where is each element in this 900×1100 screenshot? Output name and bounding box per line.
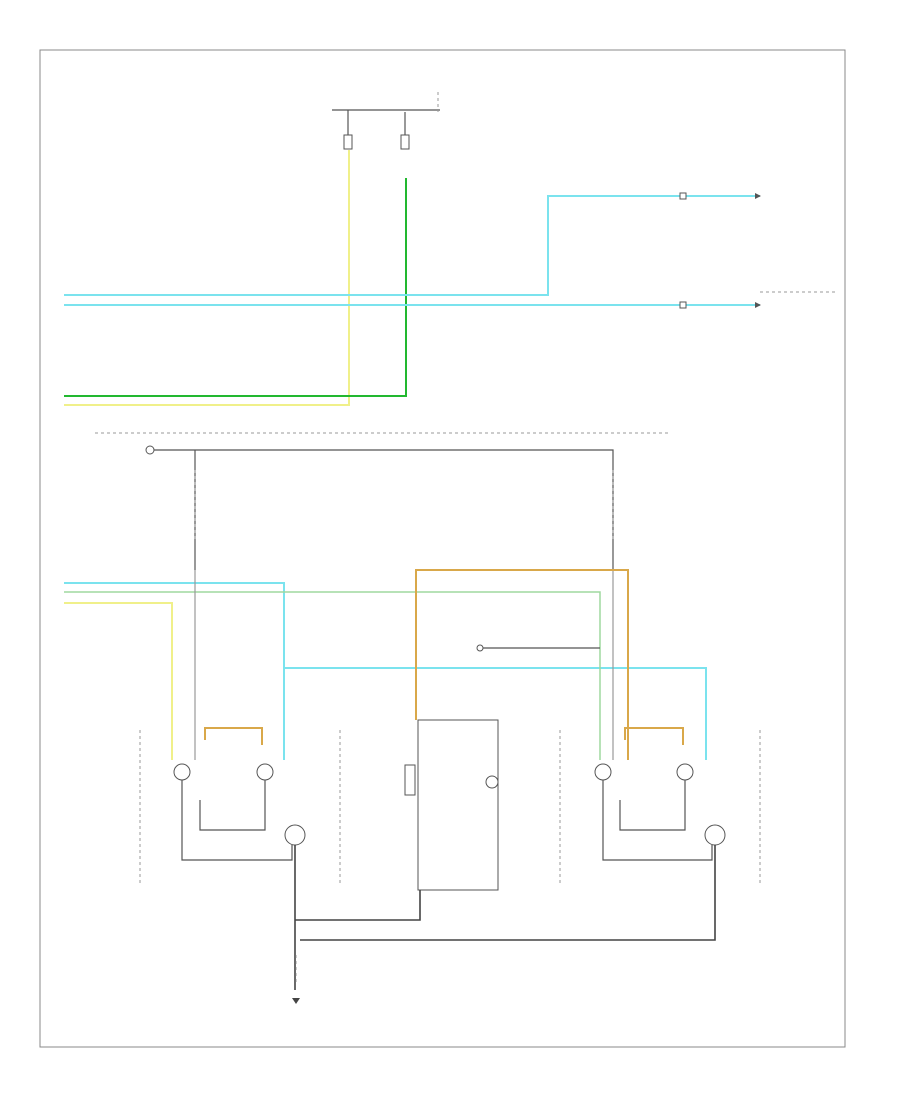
diagram-frame: [39, 49, 846, 1048]
orange-wire-left: [204, 727, 263, 745]
lightgreen-wire-bottom: [64, 591, 601, 760]
orange-wire-right: [624, 727, 684, 745]
right-connectors: [679, 192, 761, 309]
cyan-wire-top-1: [64, 195, 760, 296]
right-lamp-group: [559, 730, 761, 885]
cyan-wire-bottom-2: [284, 667, 707, 760]
left-lamp-group: [139, 730, 341, 885]
power-bus: [150, 449, 614, 570]
green-wire-top: [64, 178, 407, 397]
ground-symbol-icon: [292, 998, 300, 1004]
orange-wire: [415, 569, 629, 760]
yellow-wire-top: [64, 150, 350, 406]
top-fuse-block: [332, 92, 440, 150]
ground-bus-3: [300, 845, 716, 941]
ground-bus-2: [295, 890, 421, 921]
cyan-wire-bottom: [64, 582, 285, 760]
center-module: [404, 719, 499, 891]
yellow-wire-bottom: [64, 602, 173, 760]
